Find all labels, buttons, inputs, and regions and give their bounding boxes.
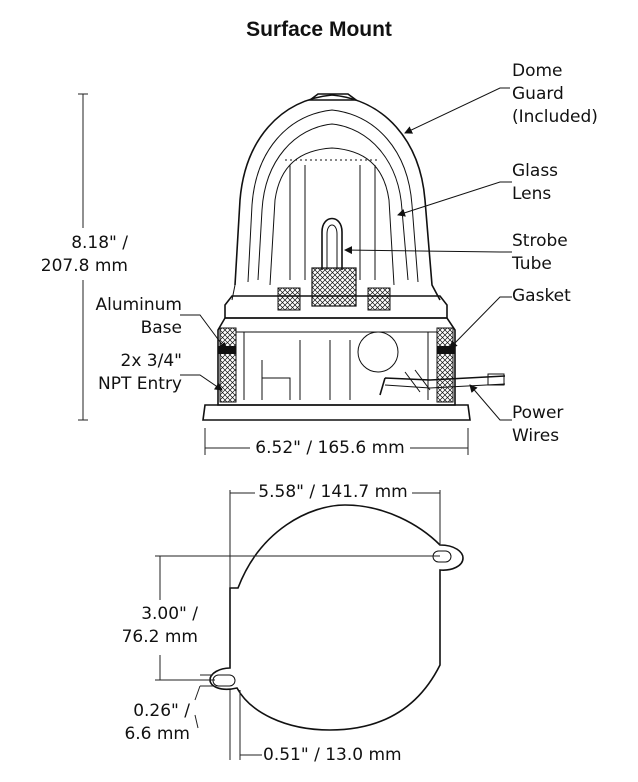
hole-diameter-dimension-line bbox=[194, 674, 213, 729]
dome-guard bbox=[234, 94, 441, 301]
terminal-bulb bbox=[357, 331, 399, 373]
hole-offset-dimension-line bbox=[229, 690, 262, 760]
dome-guard-label: Dome Guard (Included) bbox=[512, 61, 598, 127]
mounting-plate-outline bbox=[209, 504, 464, 731]
top-view bbox=[209, 504, 464, 731]
page-title: Surface Mount bbox=[246, 18, 392, 41]
side-view bbox=[202, 93, 506, 421]
power-wires-label: Power Wires bbox=[512, 403, 564, 446]
strobe-tube-label: Strobe Tube bbox=[512, 231, 568, 274]
base-width-dimension-label: 6.52" / 165.6 mm bbox=[255, 438, 405, 458]
hole-offset-dimension-label: 0.51" / 13.0 mm bbox=[263, 745, 402, 765]
hole-diameter-dimension-label: 0.26" / 6.6 mm bbox=[124, 701, 190, 744]
hole-spacing-dimension-label: 3.00" / 76.2 mm bbox=[121, 604, 198, 647]
glass-lens bbox=[269, 147, 395, 286]
base-plate bbox=[202, 404, 471, 421]
plate-width-dimension-label: 5.58" / 141.7 mm bbox=[258, 482, 408, 502]
power-wires bbox=[379, 375, 506, 396]
dome-guard-inner bbox=[247, 109, 419, 283]
mounting-slot-left bbox=[212, 674, 236, 687]
hole-spacing-dimension-line bbox=[155, 555, 440, 681]
glass-lens-label: Glass Lens bbox=[512, 161, 559, 204]
height-dimension-label: 8.18" / 207.8 mm bbox=[40, 233, 128, 276]
plate-width-dimension-line bbox=[229, 490, 441, 588]
callout-leaders bbox=[180, 87, 512, 421]
dome-guard-cap bbox=[307, 93, 359, 101]
height-dimension-line bbox=[78, 93, 88, 421]
npt-entry-label: 2x 3/4" NPT Entry bbox=[98, 351, 182, 394]
aluminum-base-label: Aluminum Base bbox=[95, 295, 182, 338]
strobe-tube bbox=[321, 217, 343, 270]
gasket-label: Gasket bbox=[512, 286, 571, 306]
strobe-socket bbox=[311, 267, 357, 307]
base-width-dimension-line bbox=[204, 428, 469, 455]
